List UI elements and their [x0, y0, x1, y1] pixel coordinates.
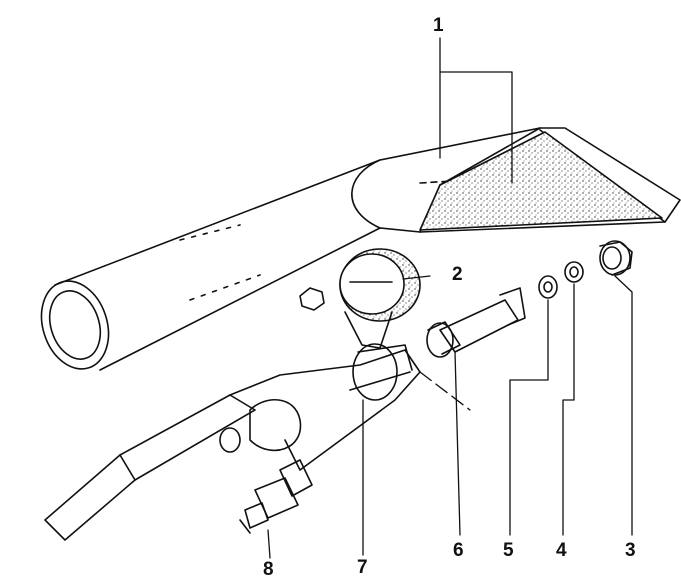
callout-label-5: 5: [503, 540, 514, 561]
callout-label-7: 7: [357, 557, 368, 578]
callout-label-2: 2: [452, 264, 463, 285]
washer: [564, 261, 584, 283]
callout-label-4: 4: [556, 540, 567, 561]
hex-nut: [299, 287, 325, 311]
valve-gun-body: [44, 343, 421, 541]
quick-connect-fitting: [239, 459, 313, 534]
nozzle-tip: [538, 275, 558, 299]
callout-label-8: 8: [263, 559, 274, 580]
callout-label-1: 1: [433, 15, 444, 36]
threaded-tube: [426, 287, 526, 358]
end-nut: [599, 240, 633, 276]
clamp-ring: [339, 248, 421, 349]
callout-label-3: 3: [625, 540, 636, 561]
squeegee-head-texture: [419, 131, 663, 231]
callout-leaders: [267, 37, 633, 559]
callout-label-6: 6: [453, 540, 464, 561]
